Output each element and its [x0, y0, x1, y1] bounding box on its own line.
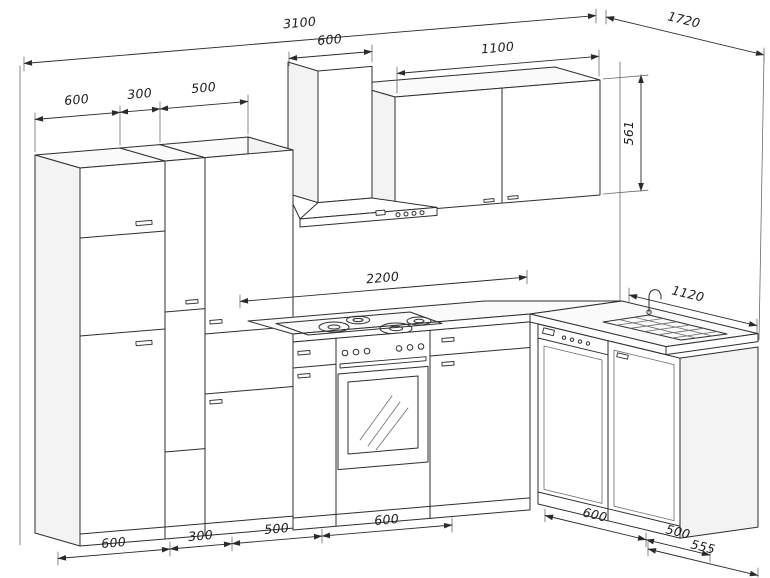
oven — [335, 329, 431, 527]
oven-door — [337, 365, 429, 471]
dim-wall-cabinets-width: 1100 — [396, 39, 600, 94]
base-cabinet-right — [429, 321, 531, 519]
drawer-handle — [297, 350, 311, 356]
oven-knob — [363, 347, 371, 355]
chimney-hood — [287, 61, 438, 228]
hood-control-knob — [395, 212, 401, 218]
door-handle — [483, 198, 495, 203]
oven-window — [347, 375, 419, 455]
burner — [346, 315, 370, 325]
dim-label-right-run: 1120 — [670, 282, 706, 304]
right-end-panel — [679, 346, 759, 539]
hood-control-knob — [403, 211, 409, 217]
sink-base-unit — [607, 340, 681, 539]
dim-label-right-end: 555 — [689, 536, 717, 556]
dim-label-tall-fridge: 600 — [64, 91, 90, 108]
door-handle — [209, 319, 223, 325]
door-handle — [185, 299, 199, 305]
room-outline — [19, 55, 765, 546]
dim-hood-width: 600 — [288, 31, 373, 67]
dim-label-worktop-run: 2200 — [366, 269, 400, 287]
dim-right-end: 555 — [647, 536, 759, 578]
dim-wall-cabinets-height: 561 — [602, 74, 649, 195]
dim-label-base-mid: 300 — [188, 527, 214, 544]
tall-unit-300 — [119, 144, 206, 540]
sink-base-door — [613, 349, 675, 521]
dim-label-base-oven: 600 — [374, 511, 400, 528]
dishwasher-door — [543, 345, 603, 504]
dim-overall-depth: 1720 — [605, 8, 765, 63]
dishwasher — [537, 323, 609, 522]
dim-label-wall-cabinets-height: 561 — [621, 121, 636, 146]
burner — [318, 321, 350, 333]
dim-label-tall-larder: 500 — [191, 79, 217, 96]
dim-label-overall-width: 3100 — [283, 14, 317, 32]
hood-control-panel — [375, 209, 386, 216]
door-handle — [209, 399, 223, 405]
hood-control-knob — [419, 210, 425, 216]
dim-label-tall-mid: 300 — [127, 85, 153, 102]
dim-overall-width: 3100 — [23, 8, 597, 72]
fridge-handle — [135, 219, 153, 227]
oven-knob — [406, 344, 414, 351]
oven-knob — [352, 348, 360, 356]
dim-right-run: 1120 — [628, 282, 758, 334]
dim-worktop-run: 2200 — [239, 269, 528, 309]
dim-label-right-dishwasher: 600 — [581, 504, 609, 524]
oven-knob — [395, 345, 403, 352]
dim-right-bottom-widths: 600 500 — [544, 504, 711, 563]
base-cabinet-left — [292, 337, 337, 531]
drawer-handle — [441, 337, 455, 343]
plinth-main-run — [292, 313, 531, 519]
fridge-handle — [135, 339, 153, 347]
fridge-tall-unit — [34, 147, 166, 547]
burner — [406, 316, 432, 326]
dim-label-base-drawer: 500 — [264, 520, 290, 537]
door-handle — [507, 195, 519, 200]
dim-label-base-fridge: 600 — [101, 534, 127, 551]
dishwasher-button — [569, 337, 575, 342]
wall-cabinets — [349, 66, 601, 213]
dishwasher-button — [585, 341, 591, 346]
dim-label-right-sink: 500 — [664, 521, 692, 541]
dim-label-overall-depth: 1720 — [666, 8, 702, 30]
door-handle — [297, 373, 311, 379]
dim-label-hood-width: 600 — [317, 31, 343, 48]
dishwasher-button — [577, 339, 583, 344]
oven-knob — [341, 349, 349, 357]
oven-knob — [417, 343, 425, 350]
dishwasher-button — [561, 335, 567, 340]
dim-bottom-widths: 600 300 500 600 — [57, 511, 453, 566]
dim-tall-units: 600 300 500 — [34, 79, 249, 153]
dishwasher-display — [542, 327, 555, 337]
door-handle — [441, 361, 455, 367]
hood-control-knob — [411, 210, 417, 216]
oven-handle — [339, 356, 427, 369]
dim-label-wall-cabinets-width: 1100 — [481, 39, 515, 57]
door-handle — [616, 352, 629, 360]
